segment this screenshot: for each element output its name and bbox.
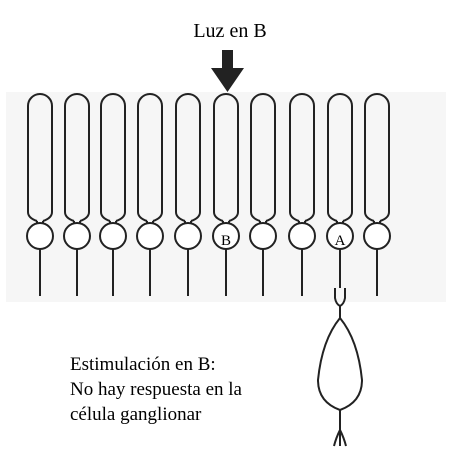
- caption-line-2: No hay respuesta en la: [70, 377, 330, 402]
- caption: Estimulación en B: No hay respuesta en l…: [70, 352, 330, 427]
- light-arrow-icon: [211, 50, 244, 92]
- caption-line-3: célula ganglionar: [70, 402, 330, 427]
- cell-a-label: A: [335, 233, 346, 249]
- light-label: Luz en B: [150, 20, 310, 43]
- cell-b-label: B: [221, 233, 231, 249]
- caption-line-1: Estimulación en B:: [70, 352, 330, 377]
